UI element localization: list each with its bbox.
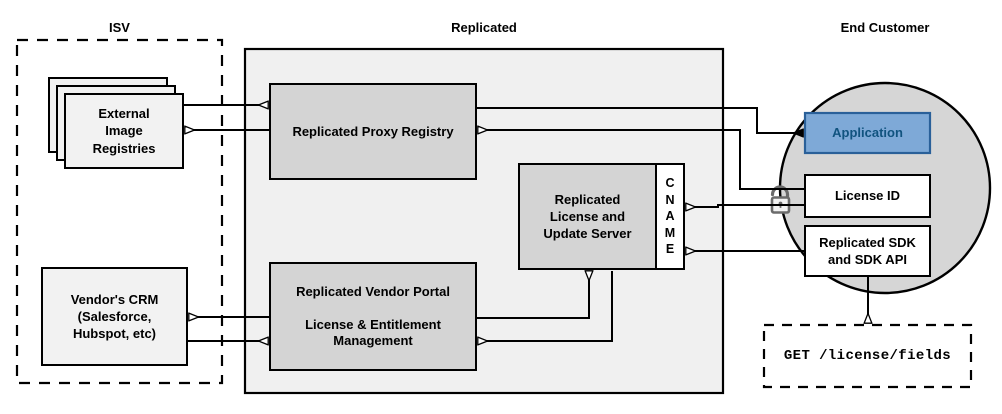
zone-boundary-isv	[15, 38, 224, 385]
application-box[interactable]	[803, 111, 932, 155]
edge-vendorportal-to-licenseserver	[476, 271, 589, 319]
zone-title-end-customer: End Customer	[840, 20, 930, 35]
replicated-proxy-registry[interactable]	[269, 83, 477, 180]
edge-proxy-to-application	[476, 107, 803, 133]
external-image-registries[interactable]	[64, 93, 184, 169]
zone-title-replicated: Replicated	[451, 20, 517, 35]
cname-tab[interactable]	[655, 163, 685, 270]
license-id-box[interactable]	[804, 174, 931, 218]
edge-licenseid-to-cname	[686, 205, 805, 207]
replicated-license-update-server[interactable]	[518, 163, 657, 270]
zone-title-isv: ISV	[109, 20, 130, 35]
api-call-box	[762, 323, 973, 389]
replicated-sdk-box[interactable]	[804, 225, 931, 277]
replicated-vendor-portal[interactable]	[269, 262, 477, 371]
vendors-crm[interactable]	[41, 267, 188, 366]
edge-licenseserver-to-vendorportal	[478, 271, 613, 341]
edge-licenseid-to-proxy	[478, 130, 805, 190]
